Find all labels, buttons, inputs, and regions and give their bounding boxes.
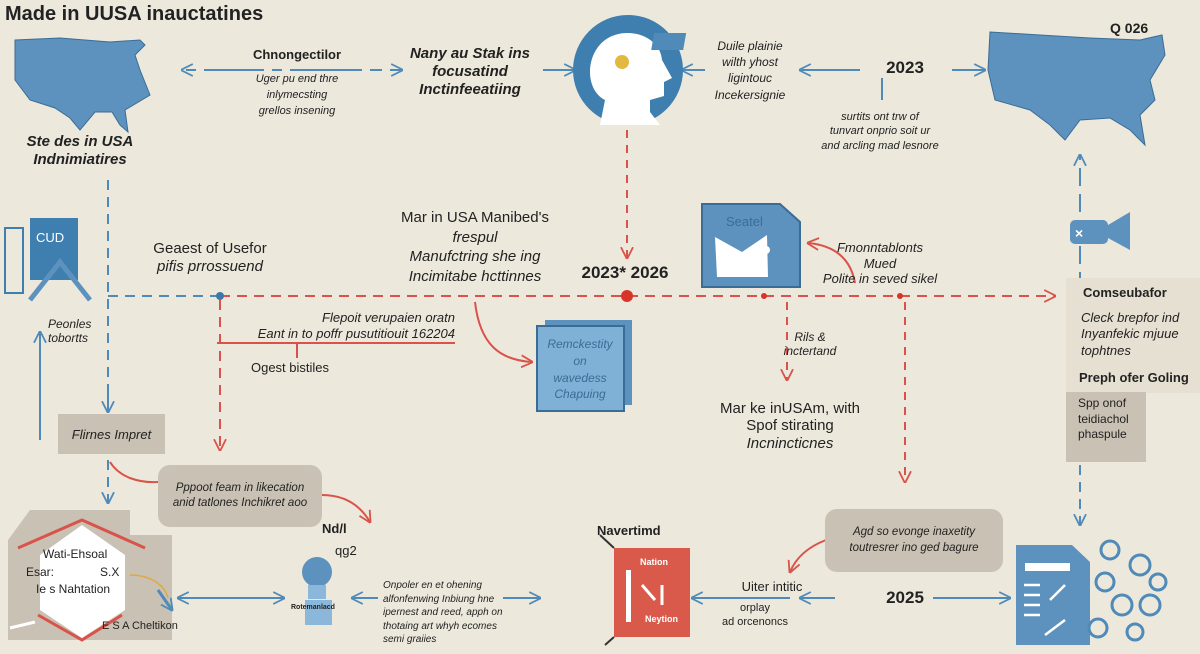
connector-title: Chnongectilor [252,47,342,62]
red-book-top: Nation [640,557,668,567]
timeline-years: 2023* 2026 [581,263,669,282]
right-subheading: Preph ofer Goling [1079,370,1189,385]
rils-text: Rils &inctertand [783,330,837,359]
page-title: Made in UUSA inauctatines [5,3,264,25]
house-panel [8,510,172,642]
head-profile-icon [573,15,687,125]
usa-map-right [987,31,1166,147]
cud-document-icon [4,218,92,302]
stacked-cards-icon [536,320,632,412]
checklist-document-icon [1016,545,1090,645]
right-heading: Comseubafor [1083,285,1167,300]
mail-label: Seatel [726,214,763,229]
mail-document-icon [701,203,801,288]
circular-icons-cluster [1087,539,1168,642]
uiter-label: Uiter intitic [741,579,803,594]
house-esar: Esar: [26,565,55,579]
house-footer: E S A Cheltikon [102,620,178,632]
usa-map-left [14,37,151,134]
navertimd-label: Navertimd [597,523,661,538]
video-camera-icon: × [1070,212,1130,250]
year-2023: 2023 [886,58,924,77]
right-map-label: Q 026 [1110,20,1149,36]
flirnes-box: Flirnes Impret [71,426,152,442]
nda-label: Nd/l [322,521,347,536]
red-book-bottom: Neytion [645,614,679,624]
bulb-label: Rotemanlacd [291,604,335,611]
lightbulb-icon [302,557,332,625]
house-sx: S.X [100,565,120,579]
ogest-text: Ogest bistiles [250,360,330,375]
year-2025: 2025 [886,588,924,607]
house-line1: Wati-Ehsoal [43,547,108,561]
house-line3: Ie s Nahtation [36,582,111,596]
qg2-label: qg2 [335,543,357,558]
cud-label: CUD [36,230,65,245]
red-book-icon [599,534,690,646]
svg-text:×: × [1075,225,1083,241]
